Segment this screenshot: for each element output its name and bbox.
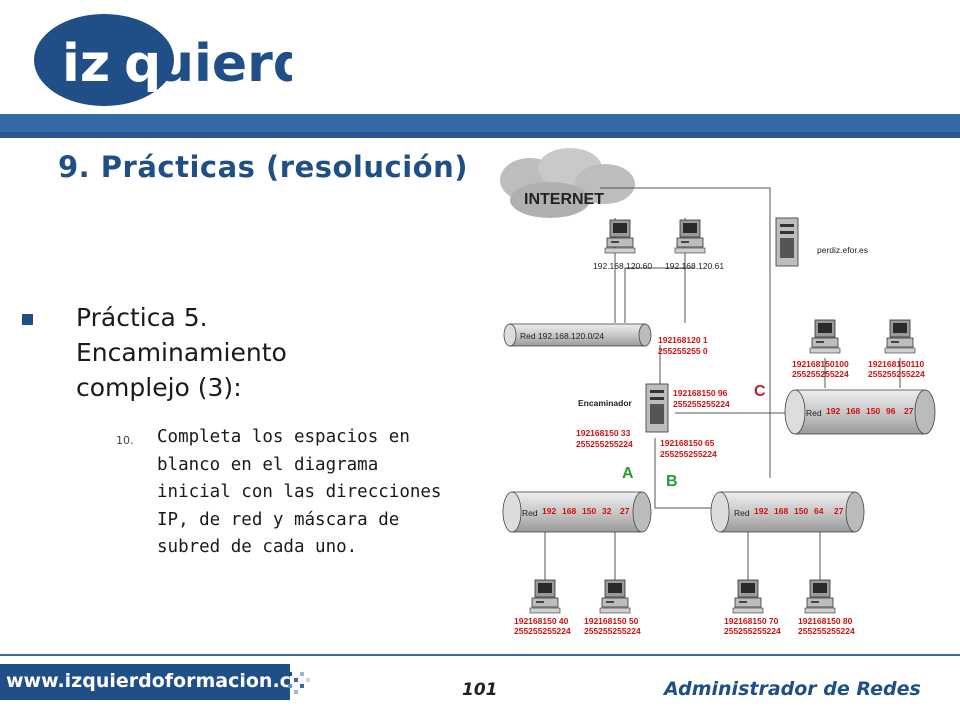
- slide-title: 9. Prácticas (resolución): [58, 150, 468, 184]
- net-c-cidr: 27: [904, 406, 914, 416]
- pc-a2-ip: 192168150 50: [584, 616, 639, 626]
- header-bar-shadow: [0, 132, 960, 138]
- pc-c2-ip: 192168150110: [868, 359, 925, 369]
- pc-icon: [804, 579, 836, 614]
- net-a-o1: 192: [542, 506, 556, 516]
- net-c-o1: 192: [826, 406, 840, 416]
- lan-top-label: Red 192.168.120.0/24: [520, 331, 604, 341]
- router-c-ip: 192168150 96: [673, 388, 728, 398]
- net-a-o3: 150: [582, 506, 596, 516]
- sub-item-number: 10.: [116, 434, 134, 447]
- router-a-mask: 255255255224: [576, 439, 633, 449]
- label-b: B: [666, 473, 678, 490]
- net-a-pipe: Red 192 168 150 32 27: [502, 491, 652, 533]
- network-diagram: INTERNET perdiz.efor.es 192.168.120.60 1…: [500, 148, 936, 636]
- net-b-o4: 64: [814, 506, 824, 516]
- net-a-o4: 32: [602, 506, 612, 516]
- label-c: C: [754, 383, 766, 400]
- router-a-ip: 192168150 33: [576, 428, 631, 438]
- pc-b2-mask: 255255255224: [798, 626, 855, 636]
- pc-a1-ip: 192168150 40: [514, 616, 569, 626]
- router-b-ip: 192168150 65: [660, 438, 715, 448]
- net-b-cidr: 27: [834, 506, 844, 516]
- pc-c1-ip: 192168150100: [792, 359, 849, 369]
- router-icon: [645, 383, 669, 433]
- router-b-mask: 255255255224: [660, 449, 717, 459]
- bullet-square-icon: [22, 314, 33, 325]
- net-c-pipe: Red 192 168 150 96 27: [784, 389, 936, 435]
- net-c-o3: 150: [866, 406, 880, 416]
- router-top-ip: 192168120 1: [658, 335, 708, 345]
- logo-text-c: uierdo: [157, 34, 292, 94]
- pc-icon: [732, 579, 764, 614]
- pc-c1-mask: 255255255224: [792, 369, 849, 379]
- net-c-prefix: Red: [806, 408, 822, 418]
- pc-icon: [809, 319, 841, 354]
- pc-c2-mask: 255255255224: [868, 369, 925, 379]
- net-b-o1: 192: [754, 506, 768, 516]
- pc-icon: [604, 219, 636, 254]
- logo-text-b: q: [124, 34, 161, 94]
- lan-top-pipe: Red 192.168.120.0/24: [503, 323, 652, 347]
- footer-line: [0, 654, 960, 656]
- router-c-mask: 255255255224: [673, 399, 730, 409]
- server-icon: [775, 217, 799, 267]
- pc-b1-ip: 192168150 70: [724, 616, 779, 626]
- router-label: Encaminador: [578, 398, 633, 408]
- bullet-text: Práctica 5. Encaminamiento complejo (3):: [76, 303, 287, 402]
- pc-icon: [674, 219, 706, 254]
- net-b-pipe: Red 192 168 150 64 27: [710, 491, 865, 533]
- company-logo: iz q uierdo: [34, 14, 292, 106]
- decorative-dots-icon: [288, 672, 310, 694]
- internet-cloud: INTERNET: [500, 148, 635, 218]
- router-top-mask: 255255255 0: [658, 346, 708, 356]
- net-c-o4: 96: [886, 406, 896, 416]
- pc-b2-ip: 192168150 80: [798, 616, 853, 626]
- pc-icon: [599, 579, 631, 614]
- pc2-ip: 192.168.120.61: [665, 261, 724, 271]
- pc-icon: [884, 319, 916, 354]
- pc-icon: [529, 579, 561, 614]
- label-a: A: [622, 465, 634, 482]
- net-a-o2: 168: [562, 506, 576, 516]
- net-a-prefix: Red: [522, 508, 538, 518]
- server-label: perdiz.efor.es: [817, 245, 868, 255]
- net-b-o3: 150: [794, 506, 808, 516]
- pc-a2-mask: 255255255224: [584, 626, 641, 636]
- pc-a1-mask: 255255255224: [514, 626, 571, 636]
- pc1-ip: 192.168.120.60: [593, 261, 652, 271]
- sub-item-text: Completa los espacios en blanco en el di…: [157, 427, 442, 557]
- course-title: Administrador de Redes: [664, 678, 921, 700]
- header-bar: [0, 114, 960, 136]
- internet-label: INTERNET: [524, 191, 604, 208]
- pc-b1-mask: 255255255224: [724, 626, 781, 636]
- footer-url-link[interactable]: www.izquierdoformacion.com: [6, 670, 324, 692]
- net-b-prefix: Red: [734, 508, 750, 518]
- net-c-o2: 168: [846, 406, 860, 416]
- net-b-o2: 168: [774, 506, 788, 516]
- logo-text-a: iz: [62, 34, 110, 94]
- footer-url-bar: [0, 664, 290, 700]
- page-number: 101: [462, 680, 498, 700]
- net-a-cidr: 27: [620, 506, 630, 516]
